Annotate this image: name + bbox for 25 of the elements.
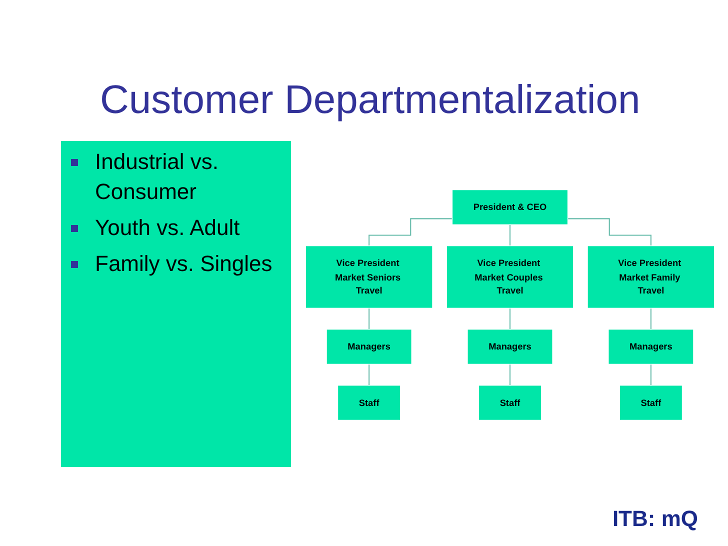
bullet-panel bbox=[61, 141, 291, 467]
author-mark: ITB: mQ bbox=[612, 506, 698, 531]
connector bbox=[650, 364, 652, 386]
connector bbox=[650, 308, 652, 330]
connector bbox=[368, 308, 370, 330]
connector bbox=[368, 218, 452, 246]
node-box: Vice President Market Family Travel bbox=[587, 245, 715, 309]
node-box: Staff bbox=[337, 384, 401, 421]
node-box: Managers bbox=[467, 328, 553, 365]
connector bbox=[368, 364, 370, 386]
connector bbox=[568, 218, 652, 246]
connector bbox=[509, 308, 511, 330]
bullet-text: Industrial vs. Consumer bbox=[95, 148, 220, 206]
bullet-text: Family vs. Singles bbox=[95, 250, 274, 278]
connector bbox=[509, 364, 511, 386]
bullet-text: Youth vs. Adult bbox=[95, 214, 241, 242]
node-box: Managers bbox=[326, 328, 412, 365]
node-box: Staff bbox=[478, 384, 542, 421]
connector bbox=[509, 224, 511, 246]
slide-title: Customer Departmentalization bbox=[100, 78, 640, 123]
node-box: Vice President Market Seniors Travel bbox=[305, 245, 433, 309]
node-box: President & CEO bbox=[452, 189, 568, 226]
node-box: Managers bbox=[608, 328, 694, 365]
node-box: Vice President Market Couples Travel bbox=[446, 245, 574, 309]
node-box: Staff bbox=[619, 384, 683, 421]
